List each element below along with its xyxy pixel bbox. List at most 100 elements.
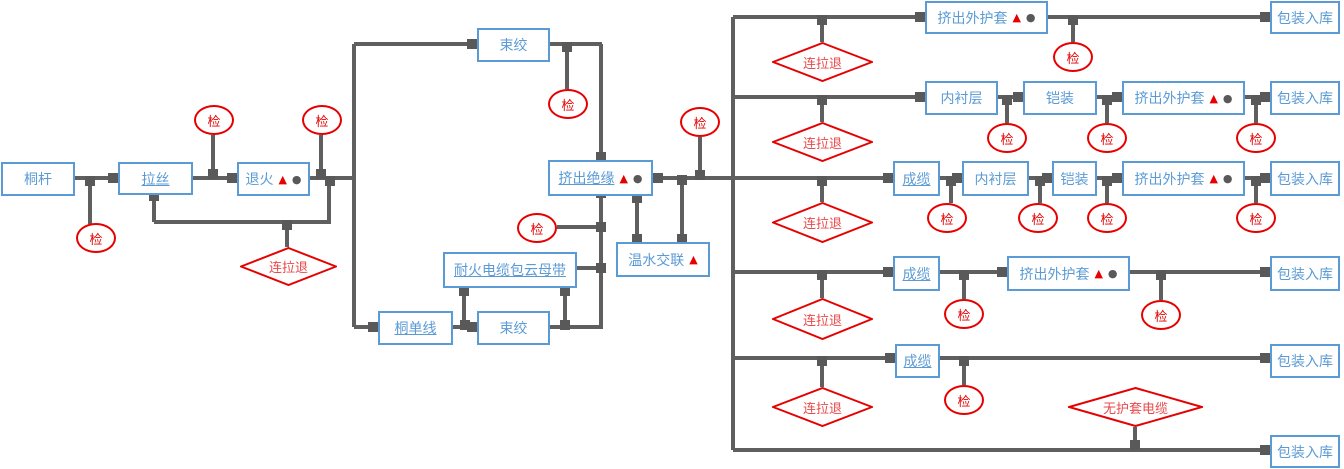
process-step-label: 成缆 (902, 171, 931, 188)
connector-line (88, 178, 92, 224)
connector-junction (1102, 95, 1112, 105)
connector-line (1071, 17, 1075, 42)
connector-line (154, 220, 331, 224)
connector-junction (108, 173, 118, 183)
key-process-triangle-icon: ▲ (1209, 91, 1218, 105)
process-step-label: 挤出外护套 (1134, 171, 1205, 188)
connector-line (733, 448, 1270, 452)
process-step-label: 桐单线 (394, 321, 437, 337)
box-jichu-jueyuan[interactable]: 挤出绝缘▲● (548, 160, 653, 196)
connector-line (820, 178, 824, 202)
diamond-label: 无护套电缆 (1102, 401, 1168, 417)
box-lasi[interactable]: 拉丝 (118, 162, 193, 195)
box-baozhuang-ruku-r2: 包装入库 (1270, 81, 1340, 115)
box-baozhuang-ruku-r4: 包装入库 (1270, 256, 1340, 291)
connector-junction (997, 267, 1007, 277)
connector-line (1254, 178, 1258, 203)
connector-line (962, 358, 966, 385)
connector-junction (467, 39, 477, 49)
process-step-label: 挤出外护套 (937, 10, 1008, 27)
diamond-shape (1068, 387, 1203, 427)
process-step-label: 包装入库 (1277, 171, 1333, 188)
inspection-label: 检 (693, 116, 707, 132)
connector-line (635, 196, 639, 242)
connector-line (1038, 178, 1042, 203)
box-tongdanxian[interactable]: 桐单线 (378, 311, 453, 345)
connector-line (962, 272, 966, 299)
diamond-label: 连拉退 (802, 217, 842, 232)
key-process-triangle-icon: ▲ (1209, 172, 1218, 185)
process-step-label: 包装入库 (1277, 444, 1333, 461)
process-step-label: 耐火电缆包云母带 (454, 263, 566, 279)
inspection-oval: 检 (944, 299, 984, 329)
connector-junction (817, 270, 827, 280)
connector-junction (1260, 353, 1270, 363)
connector-junction (946, 176, 956, 186)
connector-line (1130, 270, 1270, 274)
connector-junction (817, 15, 827, 25)
connector-line (940, 270, 1007, 274)
connector-junction (1260, 12, 1270, 22)
connector-junction (1112, 173, 1122, 183)
inspection-label: 检 (530, 222, 544, 238)
inspection-oval: 检 (1236, 123, 1276, 153)
inspection-oval: 检 (987, 123, 1027, 153)
connector-line (152, 195, 156, 222)
connector-line (733, 15, 925, 19)
connector-junction (915, 12, 925, 22)
process-step-label: 包装入库 (1277, 10, 1333, 27)
connector-line (462, 288, 466, 327)
connector-junction (560, 320, 570, 330)
connector-line (1105, 178, 1109, 203)
connector-junction (677, 175, 687, 185)
connector-junction (1251, 95, 1261, 105)
box-shujiao-bottom: 束绞 (477, 311, 550, 345)
connector-line (319, 135, 323, 178)
connector-junction (1102, 176, 1112, 186)
process-step-label: 束绞 (499, 38, 528, 54)
process-step-label: 退火 (245, 172, 274, 188)
diamond-lianlatui-r4: 连拉退 (772, 298, 873, 340)
inspection-oval: 检 (944, 385, 984, 415)
connector-junction (1260, 92, 1270, 102)
connector-line (1254, 97, 1258, 123)
connector-junction (1260, 267, 1270, 277)
box-chenglan-r4[interactable]: 成缆 (893, 256, 940, 291)
diamond-lianlatui-r3: 连拉退 (772, 202, 873, 243)
connector-junction (208, 169, 218, 179)
box-tuihuo: 退火▲● (237, 162, 310, 196)
inspection-oval: 检 (680, 107, 720, 137)
box-jichu-waihutao-r2: 挤出外护套▲● (1122, 81, 1245, 115)
connector-line (653, 176, 893, 180)
box-tonggan: 桐杆 (1, 162, 75, 196)
connector-line (820, 358, 824, 387)
connector-line (698, 137, 702, 178)
connector-junction (1156, 270, 1166, 280)
inspection-label: 检 (207, 114, 221, 130)
connector-line (550, 325, 603, 329)
inspection-label: 检 (1000, 132, 1014, 148)
diamond-label: 连拉退 (802, 313, 842, 329)
diamond-wuhutao: 无护套电缆 (1068, 387, 1203, 427)
inspection-label: 检 (1249, 132, 1263, 148)
diamond-lianlatui-r2: 连拉退 (772, 122, 873, 162)
diamond-label: 连拉退 (802, 136, 842, 152)
box-chenglan-r3[interactable]: 成缆 (893, 161, 940, 196)
process-step-label: 包装入库 (1277, 354, 1333, 370)
connector-junction (959, 270, 969, 280)
inspection-label: 检 (89, 232, 103, 248)
inspection-label: 检 (1031, 212, 1045, 228)
box-wenshui-jiaolian: 温水交联▲ (616, 242, 710, 277)
inspection-label: 检 (315, 114, 329, 130)
connector-junction (1251, 176, 1261, 186)
box-neichenceng-r2: 内衬层 (925, 81, 998, 115)
connector-line (211, 135, 215, 178)
box-chenglan-r5[interactable]: 成缆 (895, 344, 940, 378)
inspection-label: 检 (561, 98, 575, 114)
connector-junction (632, 193, 642, 203)
inspection-label: 检 (957, 394, 971, 410)
connector-line (563, 288, 567, 327)
connector-junction (460, 320, 470, 330)
box-naihuo-yunmudai[interactable]: 耐火电缆包云母带 (443, 252, 577, 288)
